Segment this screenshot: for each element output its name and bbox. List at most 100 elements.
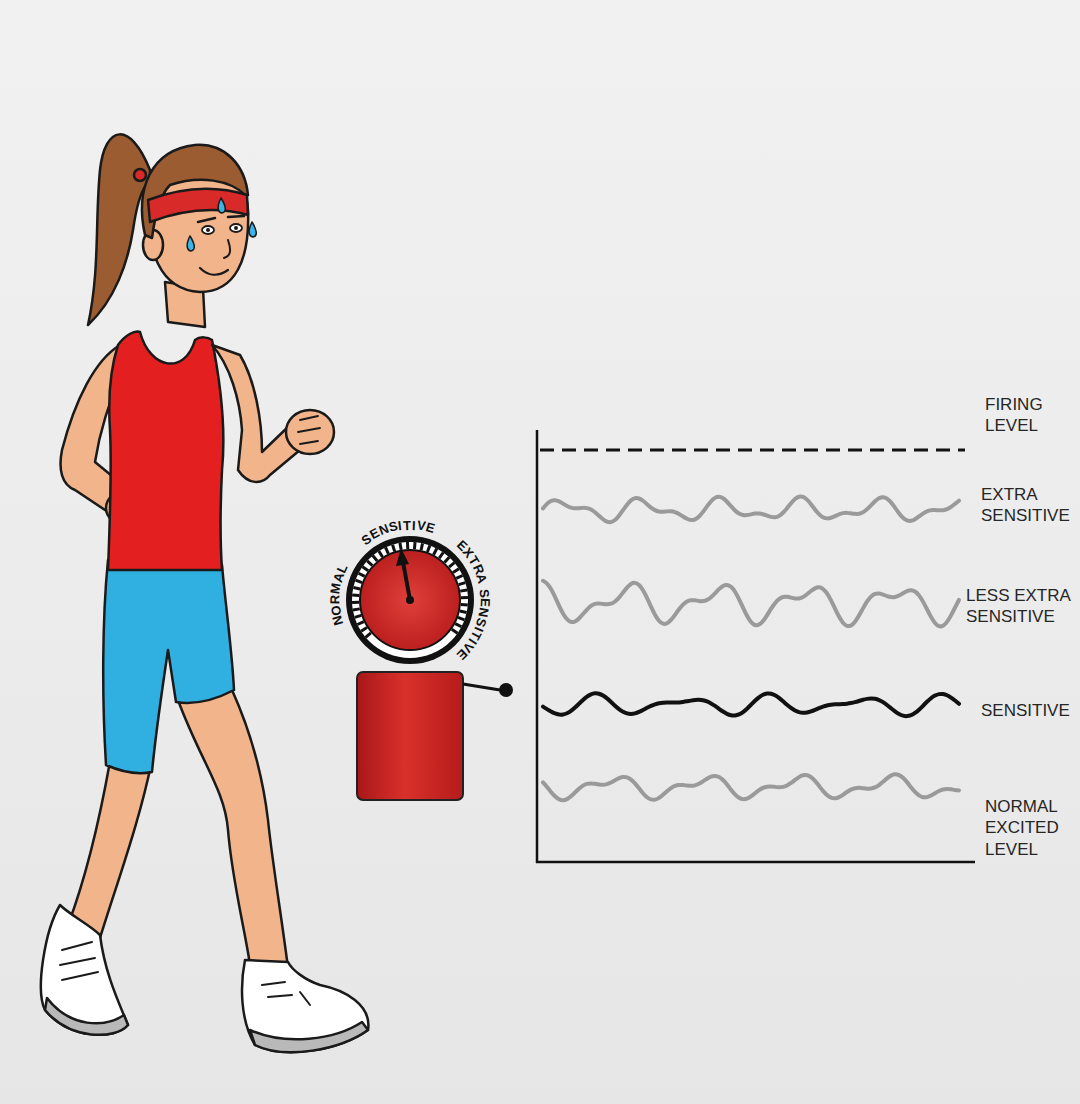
dial-tick bbox=[352, 593, 359, 597]
dial-letter: N bbox=[330, 615, 345, 628]
level-label: SENSITIVE bbox=[981, 700, 1076, 721]
needle-pivot bbox=[406, 596, 414, 604]
dial-tick bbox=[353, 587, 360, 589]
dial-tick bbox=[352, 601, 359, 604]
dial-tick bbox=[449, 563, 454, 567]
dial-tick bbox=[366, 633, 371, 637]
dial-tick bbox=[362, 567, 368, 571]
dial-tick bbox=[456, 575, 462, 578]
eye bbox=[230, 224, 242, 232]
ponytail bbox=[88, 134, 150, 325]
level-label: LESS EXTRA SENSITIVE bbox=[966, 585, 1076, 628]
dial-tick bbox=[452, 629, 458, 633]
threshold-chart bbox=[536, 430, 975, 863]
x-axis bbox=[536, 861, 975, 864]
dial-tick bbox=[427, 545, 429, 552]
bell-knob-stem bbox=[463, 684, 500, 690]
y-axis bbox=[536, 430, 539, 863]
signal-wave bbox=[543, 774, 959, 800]
needle-head bbox=[396, 548, 409, 566]
dial-tick bbox=[453, 569, 459, 573]
mouth bbox=[200, 268, 228, 275]
front-leg bbox=[178, 690, 288, 968]
dial-tick bbox=[460, 611, 467, 613]
back-sole bbox=[45, 998, 128, 1035]
shoe-laces bbox=[262, 982, 310, 1005]
level-label: FIRING LEVEL bbox=[985, 394, 1065, 437]
hair bbox=[142, 145, 248, 238]
dial-tick bbox=[357, 622, 363, 625]
dial-tick bbox=[373, 556, 377, 561]
dial-tick bbox=[439, 552, 443, 558]
dial-tick bbox=[379, 551, 383, 557]
dial-tick bbox=[413, 542, 417, 549]
dial-tick bbox=[434, 549, 437, 555]
dial-label: EXTRA SENSITIVE bbox=[315, 505, 505, 695]
eye bbox=[202, 226, 214, 234]
bell-knob bbox=[499, 683, 513, 697]
dial-tick bbox=[459, 583, 466, 585]
alarm-bell bbox=[346, 536, 513, 800]
dial-letter: E bbox=[478, 598, 491, 607]
back-shoe bbox=[41, 905, 128, 1035]
dial-letter: S bbox=[478, 588, 492, 598]
dial-tick bbox=[458, 617, 465, 619]
dial-letter: A bbox=[474, 573, 489, 586]
pupil bbox=[206, 228, 210, 232]
dial-tick bbox=[421, 543, 423, 550]
dial-scale bbox=[352, 542, 468, 658]
dial-tick bbox=[461, 603, 468, 607]
dial-letter: E bbox=[424, 520, 436, 535]
front-fist bbox=[286, 410, 334, 454]
dial-tick bbox=[353, 609, 360, 610]
sweat-drop bbox=[249, 222, 256, 237]
hair-tie bbox=[134, 169, 146, 181]
dial-tick bbox=[355, 615, 362, 617]
front-arm bbox=[212, 345, 300, 482]
dial-tick bbox=[406, 542, 409, 549]
dial-tick bbox=[385, 547, 388, 553]
dial-tick bbox=[460, 590, 467, 591]
shoe-laces bbox=[60, 942, 98, 980]
level-label: EXTRA SENSITIVE bbox=[981, 484, 1076, 527]
dial-tick bbox=[461, 596, 468, 599]
dial-tick bbox=[355, 580, 362, 582]
dial-letter: M bbox=[329, 582, 344, 595]
front-shoe bbox=[242, 960, 368, 1052]
wave-lines bbox=[543, 496, 959, 800]
signal-wave bbox=[543, 496, 959, 522]
dial-letter: T bbox=[403, 518, 411, 531]
headband bbox=[148, 189, 248, 222]
dial-tick bbox=[444, 557, 449, 562]
eyebrows bbox=[198, 216, 244, 222]
dial-label: SENSITIVE bbox=[315, 505, 505, 695]
nose bbox=[224, 240, 230, 258]
dial-needle bbox=[403, 562, 410, 600]
dial-letter: R bbox=[328, 595, 341, 604]
dial-face bbox=[360, 550, 460, 650]
dial-letter: I bbox=[398, 519, 403, 532]
firing-threshold bbox=[540, 449, 965, 452]
dial-tick bbox=[455, 624, 461, 627]
sweat-drop bbox=[218, 198, 225, 213]
signal-wave bbox=[543, 581, 959, 627]
dial-letter: I bbox=[412, 518, 416, 531]
shorts bbox=[103, 560, 234, 773]
dial-tick bbox=[361, 627, 367, 631]
pupil bbox=[234, 226, 238, 230]
bell-base bbox=[357, 672, 463, 800]
dial-letter: O bbox=[329, 604, 343, 616]
back-leg bbox=[68, 750, 152, 938]
finger-lines bbox=[298, 416, 320, 444]
dial-label: NORMAL bbox=[315, 505, 505, 695]
dial-rim bbox=[346, 536, 474, 664]
tank-top bbox=[108, 332, 223, 570]
dial-tick bbox=[367, 561, 372, 566]
level-label: NORMAL EXCITED LEVEL bbox=[985, 796, 1070, 860]
runner-figure bbox=[41, 134, 368, 1052]
dial-tick bbox=[359, 573, 365, 576]
front-sole bbox=[250, 1022, 368, 1052]
sweat-drop bbox=[187, 236, 194, 251]
